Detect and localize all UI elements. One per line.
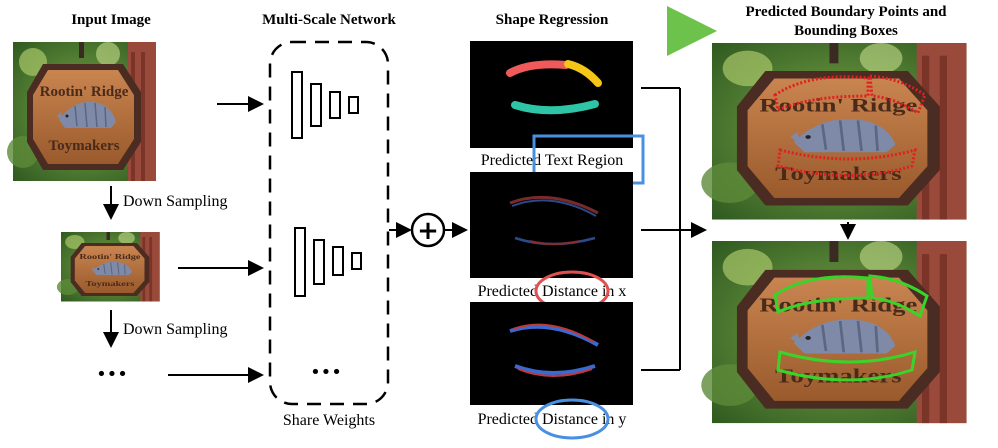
distance-y-bottom-red — [517, 368, 593, 377]
down-sampling-label-2: Down Sampling — [123, 321, 227, 338]
network-pyramid-2 — [294, 227, 362, 297]
input-image-large: Rootin' Ridge Toymakers — [6, 41, 157, 182]
sign-text-top-small: Rootin' Ridge — [79, 252, 140, 260]
header-input-image: Input Image — [71, 12, 151, 28]
down-sampling-label-1: Down Sampling — [123, 193, 227, 210]
header-shape-regression: Shape Regression — [496, 12, 609, 28]
sign-text-bottom: Toymakers — [48, 138, 119, 154]
bounding-box-overlay — [773, 274, 929, 382]
boundary-points-overlay — [773, 74, 927, 177]
distance-y-top-red — [512, 323, 595, 343]
input-image-small: Rootin' Ridge Toymakers — [56, 231, 161, 303]
sum-node — [410, 212, 446, 248]
sign-text-bottom-out2: Toymakers — [775, 366, 902, 388]
sum-node-plus: + — [417, 216, 439, 246]
sign-text-top-out2: Rootin' Ridge — [759, 295, 917, 317]
distance-x-top-blue — [511, 199, 597, 217]
segment-teal — [511, 100, 599, 115]
distance-y-label: Predicted Distance in y — [478, 411, 627, 428]
sign-text-top-out1: Rootin' Ridge — [759, 95, 917, 116]
sign-text-top: Rootin' Ridge — [40, 84, 129, 100]
network-ellipsis: ••• — [310, 362, 342, 383]
distance-x-bottom-red — [529, 240, 581, 245]
share-weights-label: Share Weights — [283, 412, 375, 429]
output-bounding-boxes: Rootin' Ridge Toymakers — [699, 239, 968, 425]
distance-x-map — [470, 172, 633, 278]
distance-x-label: Predicted Distance in x — [478, 283, 627, 300]
regression-bracket — [641, 87, 681, 371]
input-ellipsis: ••• — [96, 364, 128, 385]
sign-text-bottom-out1: Toymakers — [775, 164, 902, 185]
output-boundary-points: Rootin' Ridge Toymakers — [699, 41, 968, 221]
distance-y-map — [470, 302, 633, 405]
text-region-label: Predicted Text Region — [481, 152, 624, 169]
network-box — [268, 40, 390, 406]
distance-x-top — [509, 195, 599, 215]
text-region-map — [470, 41, 633, 148]
distance-y-highlight — [534, 398, 610, 440]
segment-yellow — [564, 60, 602, 87]
segment-red — [506, 60, 570, 77]
header-output-line2: Bounding Boxes — [794, 23, 898, 39]
header-multi-scale-network: Multi-Scale Network — [262, 12, 396, 28]
network-pyramid-1 — [291, 71, 359, 139]
distance-y-bottom — [514, 364, 596, 375]
header-output-line1: Predicted Boundary Points and — [746, 4, 948, 20]
sign-text-bottom-small: Toymakers — [86, 279, 136, 287]
